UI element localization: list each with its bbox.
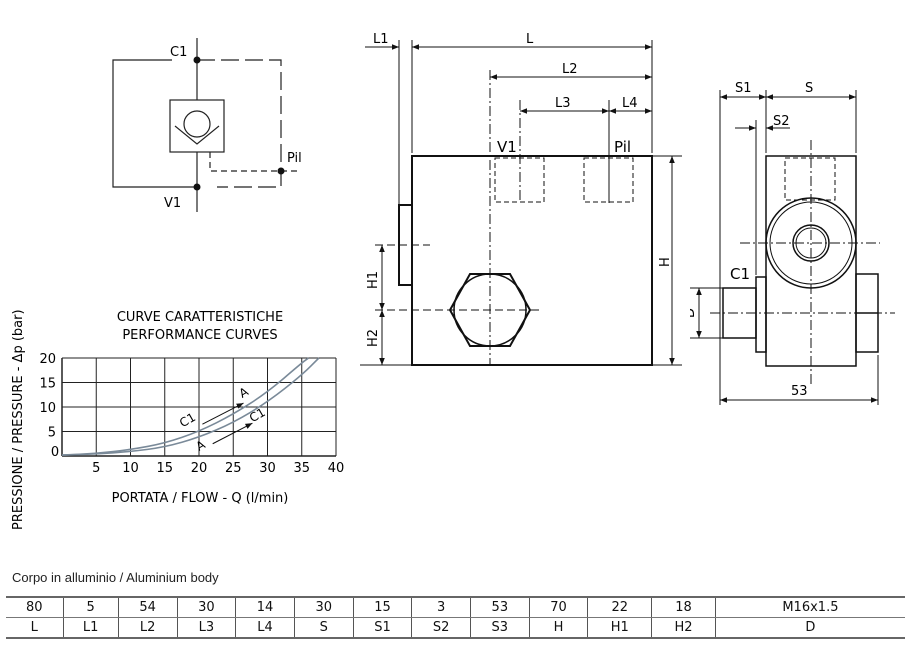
port-label-v1: V1	[164, 196, 181, 211]
junction-c1	[193, 56, 201, 64]
x-tick-label: 40	[328, 461, 345, 476]
dim-label-s2: S2	[773, 114, 790, 129]
annotation-from-a: A	[194, 437, 209, 454]
table-cell-value: 80	[6, 596, 64, 618]
x-tick-label: 25	[225, 461, 242, 476]
table-cell-key: L4	[235, 617, 295, 639]
table-cell-value: 53	[469, 596, 530, 618]
port-label-pil: Pil	[614, 138, 631, 156]
hex-plug	[448, 273, 532, 347]
table-cell-key: S1	[352, 617, 412, 639]
table-cell-value: 30	[293, 596, 354, 618]
table-cell-value: 22	[587, 596, 652, 618]
dim-label-h1: H1	[366, 271, 381, 289]
performance-chart: CURVE CARATTERISTICHE PERFORMANCE CURVES…	[11, 309, 345, 530]
table-cell-key: L	[6, 617, 64, 639]
dim-label-s: S	[805, 81, 813, 96]
table-cell-value: 3	[411, 596, 471, 618]
table-cell-key: H2	[651, 617, 716, 639]
pilot-frame-line	[197, 59, 282, 188]
y-tick-label: 10	[39, 401, 56, 416]
hydraulic-schematic: C1 V1 Pil	[112, 38, 302, 212]
y-tick-label: 15	[39, 377, 56, 392]
dim-label-l2: L2	[562, 62, 578, 77]
port-v1-thread	[494, 157, 545, 203]
front-view-drawing: L1 L L2 L3 L4 V1 Pil H H1 H2	[360, 32, 682, 366]
x-axis-label: PORTATA / FLOW - Q (l/min)	[112, 491, 289, 506]
chart-subtitle: PERFORMANCE CURVES	[122, 328, 277, 343]
valve-body-front	[411, 155, 653, 366]
table-cell-key: H1	[587, 617, 652, 639]
dim-label-l3: L3	[555, 96, 571, 111]
dim-label-d: D	[690, 308, 698, 318]
dim-label-width: 53	[791, 384, 808, 399]
table-cell-key: D	[714, 617, 905, 639]
port-label-c1: C1	[730, 265, 750, 283]
x-tick-label: 5	[92, 461, 100, 476]
dim-label-l: L	[526, 32, 534, 47]
table-cell-value: 14	[235, 596, 295, 618]
dim-label-s1: S1	[735, 81, 752, 96]
port-label-c1: C1	[170, 45, 187, 60]
junction-v1	[193, 183, 201, 191]
table-cell-value: 54	[117, 596, 177, 618]
port-pil-thread	[583, 157, 634, 203]
table-cell-key: S	[293, 617, 354, 639]
table-cell-value: M16x1.5	[714, 596, 905, 618]
dim-label-l1: L1	[373, 32, 389, 47]
series-line-a-to-c1	[61, 357, 320, 456]
y-axis-label: PRESSIONE / PRESSURE - Δp (bar)	[11, 309, 26, 530]
dim-label-l4: L4	[622, 96, 638, 111]
table-cell-key: L2	[117, 617, 177, 639]
x-tick-label: 35	[293, 461, 310, 476]
port-label-pil: Pil	[287, 151, 302, 166]
chart-title: CURVE CARATTERISTICHE	[117, 310, 283, 325]
annotation-arrow-a-c1	[212, 422, 253, 445]
table-cell-value: 70	[528, 596, 588, 618]
dim-label-h2: H2	[366, 329, 381, 347]
x-tick-label: 30	[259, 461, 276, 476]
port-label-v1: V1	[497, 138, 517, 156]
check-valve-seat	[174, 125, 220, 145]
side-port-thread	[784, 157, 836, 201]
table-cell-key: S3	[469, 617, 530, 639]
side-view-drawing: S1 S S2 C1 D 53	[690, 81, 895, 405]
table-cell-key: S2	[411, 617, 471, 639]
table-cell-key: L3	[176, 617, 236, 639]
y-tick-label: 20	[39, 352, 56, 367]
x-tick-label: 20	[191, 461, 208, 476]
x-tick-label: 10	[122, 461, 139, 476]
check-valve-ball	[183, 110, 211, 138]
y-tick-label: 5	[48, 426, 56, 441]
table-cell-key: H	[528, 617, 588, 639]
table-cell-value: 30	[176, 596, 236, 618]
x-tick-label: 0	[51, 445, 59, 460]
annotation-to-c1: C1	[247, 405, 268, 425]
table-cell-key: L1	[62, 617, 119, 639]
x-tick-label: 15	[156, 461, 173, 476]
bypass-line	[112, 59, 197, 188]
table-cell-value: 15	[352, 596, 412, 618]
table-caption: Corpo in alluminio / Aluminium body	[12, 570, 219, 585]
table-cell-value: 18	[651, 596, 716, 618]
dim-label-h: H	[658, 257, 673, 267]
annotation-arrow-c1-a	[202, 402, 244, 425]
table-cell-value: 5	[62, 596, 119, 618]
junction-pil	[277, 167, 285, 175]
annotation-to-a: A	[237, 384, 252, 401]
annotation-from-c1: C1	[177, 410, 198, 430]
